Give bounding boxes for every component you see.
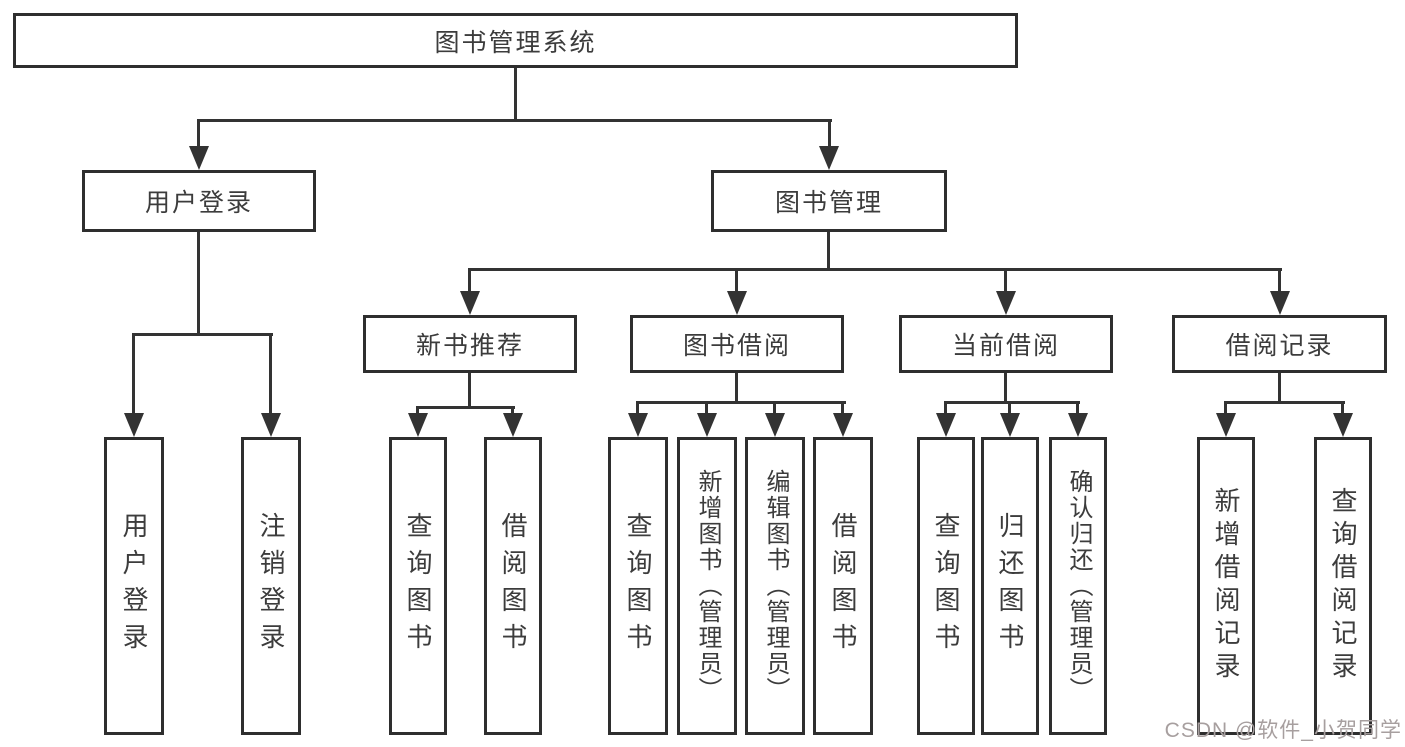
leaf-label: 归还图书 — [995, 512, 1025, 660]
leaf-borrow-add-books-admin: 新增图书（管理员） — [677, 437, 737, 735]
connector-vline — [705, 401, 708, 415]
connector-vline — [514, 68, 517, 122]
arrowhead-down-icon — [727, 291, 747, 315]
arrowhead-down-icon — [833, 413, 853, 437]
leaf-borrow-borrow-books: 借阅图书 — [813, 437, 873, 735]
leaf-logout: 注销登录 — [241, 437, 301, 735]
connector-vline — [197, 232, 200, 336]
node-user-login: 用户登录 — [82, 170, 316, 232]
connector-vline — [944, 401, 947, 415]
connector-hline — [636, 401, 846, 404]
leaf-label: 查询借阅记录 — [1328, 487, 1358, 685]
connector-vline — [1004, 373, 1007, 404]
arrowhead-down-icon — [261, 413, 281, 437]
arrowhead-down-icon — [189, 146, 209, 170]
leaf-records-query-record: 查询借阅记录 — [1314, 437, 1372, 735]
leaf-label: 用户登录 — [119, 512, 149, 660]
connector-hline — [197, 119, 832, 122]
node-borrow-records: 借阅记录 — [1172, 315, 1387, 373]
node-library-system: 图书管理系统 — [13, 13, 1018, 68]
arrowhead-down-icon — [1216, 413, 1236, 437]
connector-hline — [468, 268, 1282, 271]
connector-vline — [735, 268, 738, 293]
connector-vline — [1278, 373, 1281, 404]
leaf-current-query-books: 查询图书 — [917, 437, 975, 735]
connector-vline — [1341, 401, 1344, 415]
connector-vline — [511, 406, 514, 416]
leaf-label: 编辑图书（管理员） — [762, 469, 789, 703]
connector-vline — [197, 119, 200, 149]
connector-vline — [827, 232, 830, 271]
connector-vline — [1076, 401, 1079, 415]
node-user-login-label: 用户登录 — [144, 189, 253, 217]
leaf-borrow-edit-books-admin: 编辑图书（管理员） — [745, 437, 805, 735]
arrowhead-down-icon — [408, 413, 428, 437]
connector-hline — [132, 333, 273, 336]
arrowhead-down-icon — [460, 291, 480, 315]
arrowhead-down-icon — [1068, 413, 1088, 437]
node-new-book-recommend: 新书推荐 — [363, 315, 577, 373]
arrowhead-down-icon — [124, 413, 144, 437]
connector-vline — [468, 373, 471, 408]
leaf-borrow-query-books: 查询图书 — [608, 437, 668, 735]
leaf-current-confirm-return-admin: 确认归还（管理员） — [1049, 437, 1107, 735]
connector-vline — [1008, 401, 1011, 415]
node-book-management-label: 图书管理 — [774, 189, 883, 217]
connector-hline — [1224, 401, 1345, 404]
arrowhead-down-icon — [503, 413, 523, 437]
node-current-borrow: 当前借阅 — [899, 315, 1113, 373]
leaf-label: 新增借阅记录 — [1211, 487, 1241, 685]
node-library-system-label: 图书管理系统 — [434, 28, 597, 57]
connector-vline — [1224, 401, 1227, 415]
arrowhead-down-icon — [1333, 413, 1353, 437]
leaf-label: 查询图书 — [931, 512, 961, 660]
connector-hline — [417, 406, 515, 409]
leaf-label: 借阅图书 — [498, 512, 528, 660]
arrowhead-down-icon — [697, 413, 717, 437]
arrowhead-down-icon — [936, 413, 956, 437]
arrowhead-down-icon — [819, 146, 839, 170]
leaf-label: 借阅图书 — [828, 512, 858, 660]
leaf-label: 查询图书 — [403, 512, 433, 660]
arrowhead-down-icon — [996, 291, 1016, 315]
node-book-borrow-label: 图书借阅 — [682, 332, 791, 360]
leaf-records-add-record: 新增借阅记录 — [1197, 437, 1255, 735]
leaf-label: 确认归还（管理员） — [1065, 469, 1092, 703]
leaf-label: 注销登录 — [256, 512, 286, 660]
connector-vline — [773, 401, 776, 415]
connector-vline — [1004, 268, 1007, 293]
connector-vline — [269, 333, 272, 417]
node-book-borrow: 图书借阅 — [630, 315, 844, 373]
leaf-newbook-borrow-books: 借阅图书 — [484, 437, 542, 735]
leaf-user-login: 用户登录 — [104, 437, 164, 735]
leaf-newbook-query-books: 查询图书 — [389, 437, 447, 735]
connector-vline — [735, 373, 738, 404]
connector-vline — [1278, 268, 1281, 293]
leaf-label: 查询图书 — [623, 512, 653, 660]
arrowhead-down-icon — [765, 413, 785, 437]
leaf-label: 新增图书（管理员） — [694, 469, 721, 703]
arrowhead-down-icon — [1000, 413, 1020, 437]
connector-vline — [132, 333, 135, 417]
connector-hline — [944, 401, 1080, 404]
node-new-book-recommend-label: 新书推荐 — [415, 332, 524, 360]
node-book-management: 图书管理 — [711, 170, 947, 232]
leaf-current-return-books: 归还图书 — [981, 437, 1039, 735]
connector-vline — [841, 401, 844, 415]
node-current-borrow-label: 当前借阅 — [951, 332, 1060, 360]
connector-vline — [468, 268, 471, 293]
connector-vline — [828, 119, 831, 149]
connector-vline — [636, 401, 639, 415]
node-borrow-records-label: 借阅记录 — [1225, 332, 1334, 360]
connector-vline — [416, 406, 419, 416]
arrowhead-down-icon — [628, 413, 648, 437]
arrowhead-down-icon — [1270, 291, 1290, 315]
csdn-watermark: CSDN @软件_小贺同学 — [1164, 719, 1402, 742]
